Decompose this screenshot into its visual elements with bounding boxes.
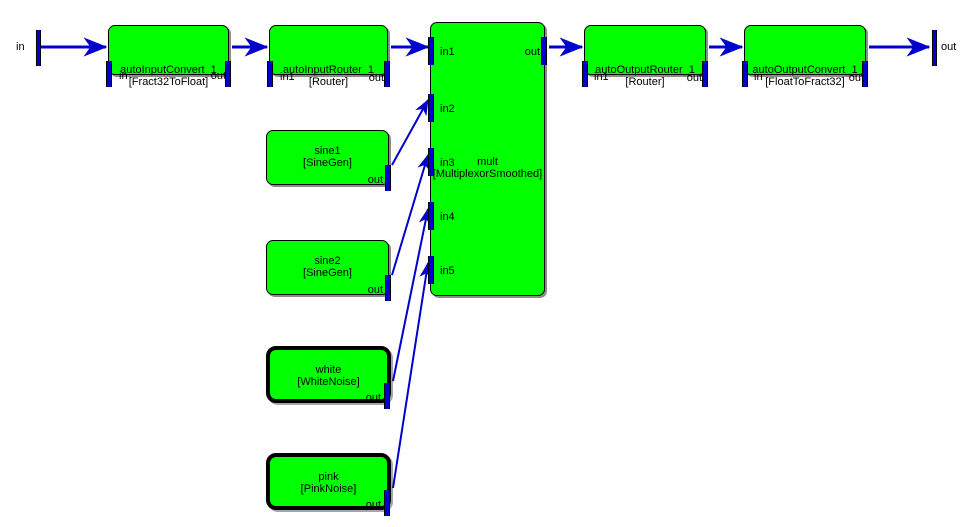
port-mult-out[interactable] xyxy=(541,37,547,65)
in-terminal-label: in xyxy=(16,41,25,53)
wire-pink-to-in5[interactable] xyxy=(392,262,433,489)
block-auto-output-convert-name: autoOutputConvert_1 xyxy=(752,64,858,76)
port-label-mult-in1: in1 xyxy=(440,46,455,58)
block-auto-input-router-name: autoInputRouter_1 xyxy=(282,64,375,76)
block-auto-output-router-name: autoOutputRouter_1 xyxy=(595,64,695,76)
port-auto-input-router-in1[interactable] xyxy=(267,61,273,87)
block-sine2[interactable]: sine2[SineGen] out xyxy=(266,240,391,301)
port-label-auto-input-convert-in: in xyxy=(119,70,128,82)
port-mult-in5[interactable] xyxy=(428,256,434,284)
block-pink[interactable]: pink[PinkNoise] out xyxy=(266,453,391,516)
block-auto-input-convert-name: autoInputConvert_1 xyxy=(120,64,217,76)
port-label-mult-in3: in3 xyxy=(440,157,455,169)
out-terminal[interactable] xyxy=(932,30,937,66)
port-mult-in4[interactable] xyxy=(428,202,434,230)
block-sine2-type: [SineGen] xyxy=(303,267,352,279)
block-sine1-label: sine1[SineGen] xyxy=(267,145,388,169)
port-label-mult-in5: in5 xyxy=(440,265,455,277)
port-label-auto-output-router-out: out xyxy=(686,72,702,84)
port-white-out[interactable] xyxy=(384,383,390,409)
port-sine2-out[interactable] xyxy=(385,275,391,301)
port-pink-out[interactable] xyxy=(384,490,390,516)
port-label-mult-out: out xyxy=(524,46,540,58)
block-white-name: white xyxy=(315,364,342,376)
block-white-type: [WhiteNoise] xyxy=(297,376,360,388)
port-label-auto-output-router-in1: in1 xyxy=(594,71,609,83)
wire-sine2-to-in3[interactable] xyxy=(391,154,430,276)
port-mult-in2[interactable] xyxy=(428,94,434,122)
block-pink-label: pink[PinkNoise] xyxy=(270,471,387,495)
port-label-white-out: out xyxy=(365,392,381,404)
port-label-mult-in4: in4 xyxy=(440,211,455,223)
out-terminal-label: out xyxy=(941,41,957,53)
port-label-auto-input-router-out: out xyxy=(368,72,384,84)
block-mult-name: mult xyxy=(477,156,498,168)
block-sine1[interactable]: sine1[SineGen] out xyxy=(266,130,391,191)
port-auto-input-convert-in[interactable] xyxy=(106,61,112,87)
block-sine2-name: sine2 xyxy=(314,255,341,267)
port-label-auto-output-convert-in: in xyxy=(754,71,763,83)
block-white[interactable]: white[WhiteNoise] out xyxy=(266,346,391,409)
block-sine1-name: sine1 xyxy=(314,145,341,157)
port-label-auto-input-router-in1: in1 xyxy=(280,71,295,83)
port-mult-in3[interactable] xyxy=(428,148,434,176)
block-pink-type: [PinkNoise] xyxy=(300,483,357,495)
wire-sine1-to-in2[interactable] xyxy=(391,99,429,166)
port-auto-input-router-out[interactable] xyxy=(384,61,390,87)
port-mult-in1[interactable] xyxy=(428,37,434,65)
port-auto-output-convert-in[interactable] xyxy=(742,61,748,87)
port-sine1-out[interactable] xyxy=(385,165,391,191)
port-auto-output-router-in1[interactable] xyxy=(582,61,588,87)
in-terminal[interactable] xyxy=(36,30,41,66)
port-label-pink-out: out xyxy=(365,499,381,511)
port-label-auto-input-convert-out: out xyxy=(210,70,226,82)
wire-white-to-in4[interactable] xyxy=(392,208,432,382)
block-sine1-type: [SineGen] xyxy=(303,157,352,169)
block-white-label: white[WhiteNoise] xyxy=(270,364,387,388)
port-label-sine2-out: out xyxy=(367,284,383,296)
port-auto-output-convert-out[interactable] xyxy=(862,61,868,87)
block-sine2-label: sine2[SineGen] xyxy=(267,255,388,279)
port-label-sine1-out: out xyxy=(367,174,383,186)
block-mult-type: [MultiplexorSmoothed] xyxy=(432,168,543,180)
port-auto-output-router-out[interactable] xyxy=(702,61,708,87)
port-auto-input-convert-out[interactable] xyxy=(225,61,231,87)
port-label-mult-in2: in2 xyxy=(440,103,455,115)
port-label-auto-output-convert-out: out xyxy=(848,72,864,84)
block-mult[interactable]: mult[MultiplexorSmoothed] in1 in2 in3 in4 in5… xyxy=(428,22,547,296)
block-pink-name: pink xyxy=(318,471,339,483)
